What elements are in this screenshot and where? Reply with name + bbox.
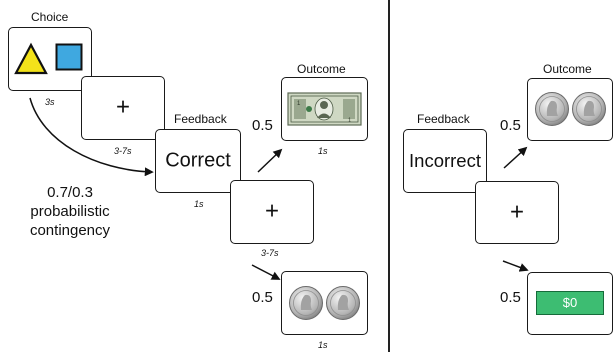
feedback-correct-duration: 1s (194, 199, 204, 209)
quarters-icon (289, 286, 360, 320)
outcome-dollar-duration: 1s (318, 146, 328, 156)
outcome-probability: 0.5 (500, 117, 521, 134)
outcome-probability: 0.5 (252, 117, 273, 134)
dollar-bill-icon: 1 1 (287, 92, 362, 126)
outcome-quarters-duration: 1s (318, 340, 328, 350)
zero-dollar-label: $0 (536, 291, 604, 315)
arrow-to-quarters-right (503, 146, 528, 169)
outcome-probability: 0.5 (500, 289, 521, 306)
outcome-zero-panel: $0 (527, 272, 613, 335)
panel-divider (388, 0, 390, 352)
contingency-line-2: probabilistic (30, 203, 110, 220)
outcome-dollar-panel: 1 1 (281, 77, 368, 141)
fixation-1-duration: 3-7s (114, 146, 132, 156)
fixation-panel-3: + (475, 181, 559, 244)
fixation-2-duration: 3-7s (261, 248, 279, 258)
outcome-quarters-panel (281, 271, 368, 335)
fixation-cross: + (264, 197, 279, 225)
fixation-cross: + (509, 198, 524, 226)
contingency-arrow (29, 97, 154, 177)
choice-title: Choice (31, 10, 69, 24)
choice-duration: 3s (45, 97, 55, 107)
outcome-title: Outcome (297, 62, 346, 76)
arrow-to-dollar (257, 148, 283, 173)
feedback-incorrect-text: Incorrect (409, 150, 481, 171)
feedback-correct-title: Feedback (174, 112, 227, 126)
arrow-to-zero (502, 260, 529, 272)
svg-text:1: 1 (297, 101, 301, 107)
square-icon (55, 43, 83, 71)
contingency-label: 0.7/0.3 probabilistic contingency (8, 183, 132, 240)
choice-panel (8, 27, 92, 91)
triangle-icon (14, 42, 48, 75)
feedback-correct-panel: Correct (155, 129, 241, 193)
svg-text:1: 1 (348, 118, 352, 124)
feedback-correct-text: Correct (165, 149, 231, 172)
fixation-cross: + (115, 93, 130, 121)
arrow-to-quarters (251, 264, 281, 280)
outcome-probability: 0.5 (252, 289, 273, 306)
outcome-title: Outcome (543, 62, 592, 76)
quarters-icon (535, 92, 606, 126)
fixation-panel-1: + (81, 76, 165, 140)
contingency-line-3: contingency (29, 222, 111, 239)
fixation-panel-2: + (230, 180, 314, 244)
outcome-quarters-panel (527, 78, 613, 141)
feedback-incorrect-panel: Incorrect (403, 129, 487, 193)
feedback-incorrect-title: Feedback (417, 112, 470, 126)
contingency-line-1: 0.7/0.3 (47, 184, 93, 201)
